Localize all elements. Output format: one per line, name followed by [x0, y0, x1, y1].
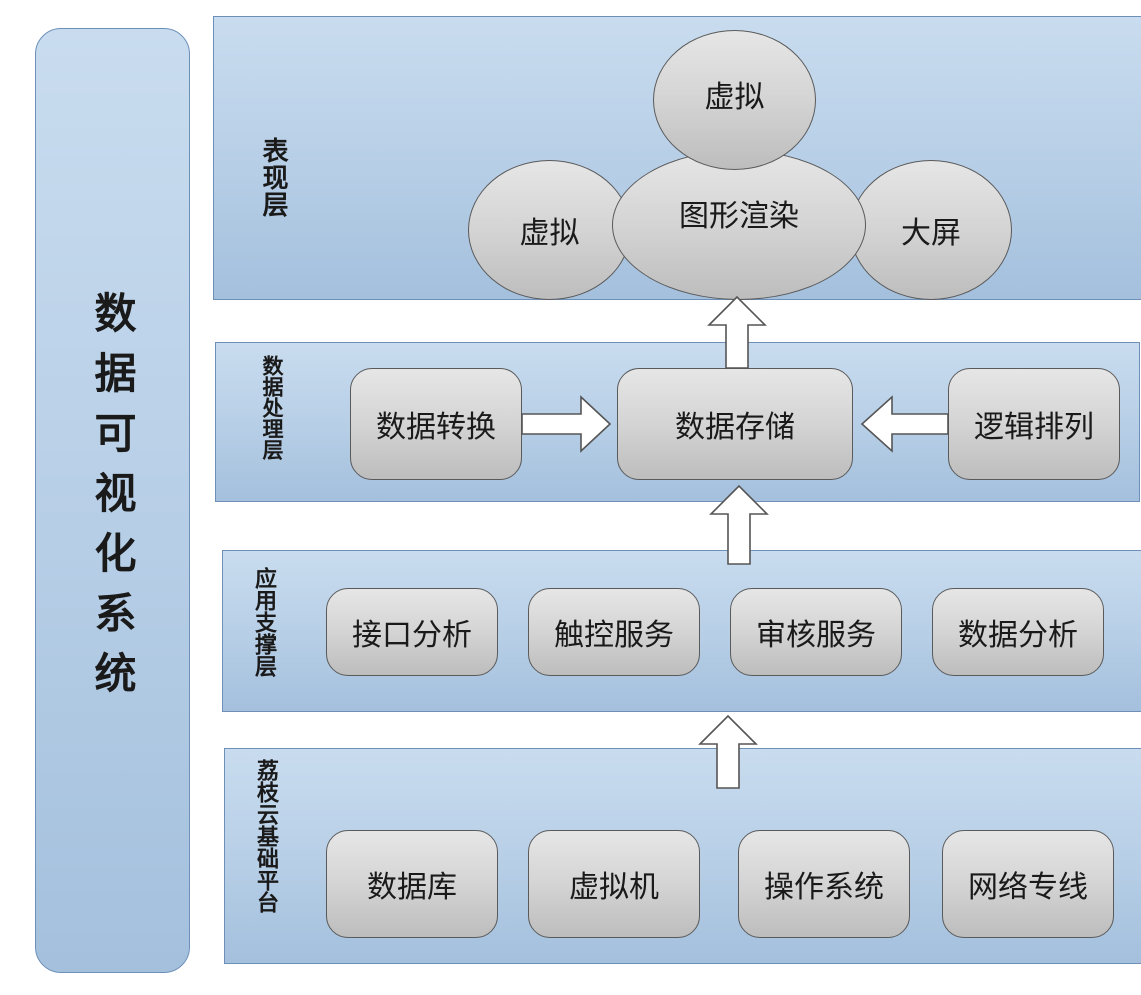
node-data-storage: 数据存储 — [617, 368, 853, 480]
node-logic-arrange: 逻辑排列 — [948, 368, 1120, 480]
node-network-line: 网络专线 — [942, 830, 1114, 938]
node-database-label: 数据库 — [367, 870, 457, 905]
node-virtual-machine-label: 虚拟机 — [569, 870, 659, 905]
node-interface-analysis: 接口分析 — [326, 588, 498, 676]
node-virtual-machine: 虚拟机 — [528, 830, 700, 938]
node-review-service-label: 审核服务 — [756, 618, 876, 653]
platform-layer-label: 荔枝云基础平台 — [253, 759, 278, 913]
node-operating-system-label: 操作系统 — [764, 870, 884, 905]
node-logic-arrange-label: 逻辑排列 — [974, 410, 1094, 445]
node-data-storage-label: 数据存储 — [675, 410, 795, 445]
node-virtual-top: 虚拟 — [653, 30, 816, 170]
node-big-screen: 大屏 — [850, 160, 1012, 300]
node-review-service: 审核服务 — [730, 588, 902, 676]
node-data-conversion-label: 数据转换 — [376, 410, 496, 445]
node-network-line-label: 网络专线 — [968, 870, 1088, 905]
node-touch-service: 触控服务 — [528, 588, 700, 676]
node-data-analysis-label: 数据分析 — [958, 618, 1078, 653]
node-interface-analysis-label: 接口分析 — [352, 618, 472, 653]
node-data-conversion: 数据转换 — [350, 368, 522, 480]
node-operating-system: 操作系统 — [738, 830, 910, 938]
node-big-screen-label: 大屏 — [901, 216, 961, 251]
node-virtual-left: 虚拟 — [468, 160, 631, 300]
node-data-analysis: 数据分析 — [932, 588, 1104, 676]
node-graphics-render-label: 图形渲染 — [679, 199, 799, 234]
node-database: 数据库 — [326, 830, 498, 938]
node-touch-service-label: 触控服务 — [554, 618, 674, 653]
node-virtual-top-label: 虚拟 — [704, 80, 765, 115]
node-virtual-left-label: 虚拟 — [519, 216, 580, 251]
system-title: 数据可视化系统 — [88, 290, 137, 711]
system-title-bar: 数据可视化系统 — [35, 28, 190, 973]
processing-layer-label: 数据处理层 — [260, 355, 284, 460]
node-graphics-render: 图形渲染 — [612, 150, 866, 300]
presentation-layer-label: 表现层 — [258, 137, 288, 218]
support-layer-label: 应用支撑层 — [251, 567, 276, 677]
